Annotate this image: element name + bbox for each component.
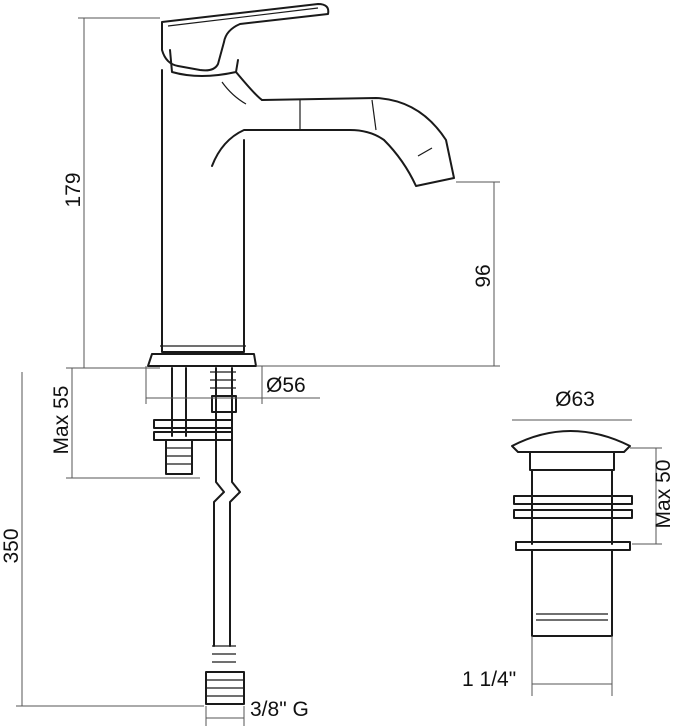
waste-dimensions: Ø63 Max 50 1 1/4": [462, 388, 675, 696]
mounting-nut: [165, 439, 193, 475]
waste-washer-top: [513, 495, 633, 505]
waste-body: [531, 469, 613, 545]
flexible-hose: [213, 367, 241, 647]
dim-hose-thread: 3/8" G: [250, 698, 309, 721]
faucet-body: [161, 69, 245, 353]
dim-waste-thread: 1 1/4": [462, 668, 516, 691]
faucet-base: [147, 353, 257, 367]
waste-nut: [515, 541, 631, 551]
faucet-lever: [161, 3, 330, 72]
dim-base-diameter: Ø56: [266, 374, 306, 397]
waste-tail: [531, 549, 613, 637]
dim-max-deck-thickness: Max 55: [50, 386, 73, 455]
dim-hose-length: 350: [0, 528, 23, 563]
faucet-spout: [211, 97, 455, 187]
dim-faucet-height: 179: [62, 172, 85, 207]
hose-fitting: [205, 671, 245, 705]
faucet: [147, 3, 455, 705]
dim-waste-max-thickness: Max 50: [652, 460, 675, 529]
dim-waste-diameter: Ø63: [555, 388, 595, 411]
waste-cap: [511, 430, 631, 453]
dim-spout-height: 96: [472, 264, 495, 287]
waste-drain: [511, 430, 633, 637]
mounting-rod: [171, 367, 187, 437]
waste-washer-bottom: [513, 509, 633, 519]
faucet-dimensions: 179 96 Ø56 Max 55 350 3/8" G: [0, 17, 500, 726]
